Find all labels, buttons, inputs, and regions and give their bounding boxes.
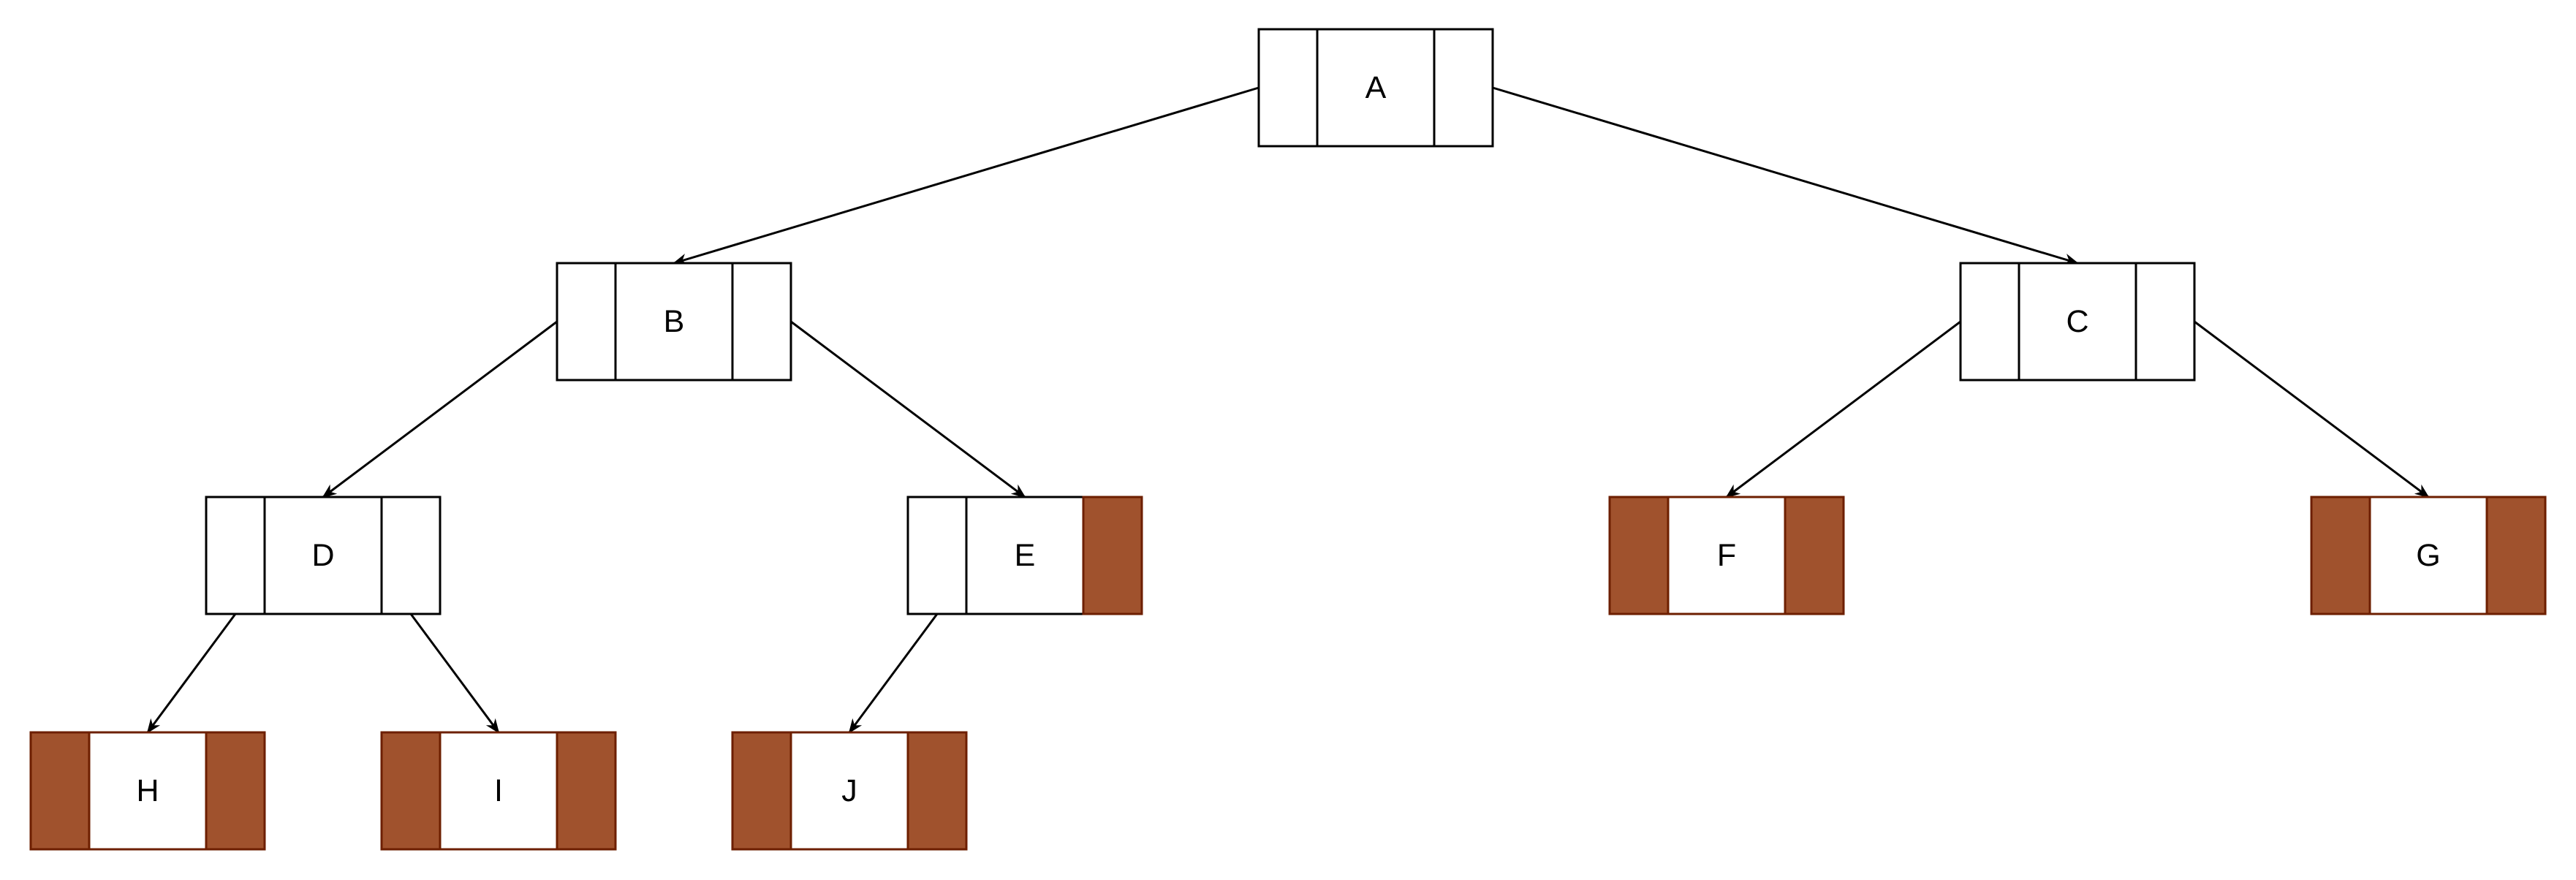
nodes-layer: A B C D E F G H I J	[29, 28, 2547, 851]
tree-node-c: C	[1959, 262, 2196, 382]
null-right-pointer-cell	[906, 731, 968, 851]
null-left-pointer-cell	[380, 731, 442, 851]
node-label: E	[1015, 538, 1036, 573]
node-label: F	[1717, 538, 1736, 573]
tree-node-g: G	[2310, 496, 2547, 615]
left-pointer-cell	[1959, 262, 2020, 382]
null-right-pointer-cell	[2485, 496, 2547, 615]
right-pointer-cell	[2134, 262, 2196, 382]
edge-d-to-i	[409, 613, 500, 734]
tree-node-a: A	[1257, 28, 1494, 148]
node-label: C	[2066, 304, 2088, 339]
null-right-pointer-cell	[1082, 496, 1143, 615]
right-pointer-cell	[380, 496, 442, 615]
node-label: B	[664, 304, 685, 339]
node-label: A	[1365, 70, 1387, 105]
left-pointer-cell	[906, 496, 968, 615]
null-left-pointer-cell	[29, 731, 91, 851]
edges-layer	[146, 86, 2430, 734]
edge-d-to-h	[146, 613, 237, 734]
node-label: I	[494, 773, 503, 808]
node-value-cell	[1667, 496, 1787, 615]
tree-node-h: H	[29, 731, 266, 851]
edge-e-to-j	[848, 613, 939, 734]
node-label: J	[841, 773, 857, 808]
node-value-cell	[439, 731, 558, 851]
node-value-cell	[1316, 28, 1436, 148]
node-value-cell	[614, 262, 734, 382]
node-value-cell	[789, 731, 909, 851]
tree-node-j: J	[731, 731, 968, 851]
node-value-cell	[88, 731, 208, 851]
null-right-pointer-cell	[556, 731, 617, 851]
tree-node-d: D	[205, 496, 442, 615]
tree-node-e: E	[906, 496, 1143, 615]
null-left-pointer-cell	[1608, 496, 1670, 615]
left-pointer-cell	[556, 262, 617, 382]
tree-node-i: I	[380, 731, 617, 851]
node-label: H	[136, 773, 159, 808]
tree-node-f: F	[1608, 496, 1845, 615]
node-label: D	[311, 538, 334, 573]
edge-b-to-e	[790, 320, 1026, 498]
tree-node-b: B	[556, 262, 792, 382]
null-left-pointer-cell	[2310, 496, 2371, 615]
edge-a-to-c	[1492, 86, 2079, 265]
right-pointer-cell	[1433, 28, 1494, 148]
null-right-pointer-cell	[205, 731, 266, 851]
edge-a-to-b	[673, 86, 1259, 265]
node-value-cell	[2018, 262, 2137, 382]
edge-c-to-f	[1725, 320, 1961, 498]
edge-c-to-g	[2194, 320, 2430, 498]
node-label: G	[2416, 538, 2440, 573]
null-left-pointer-cell	[731, 731, 792, 851]
right-pointer-cell	[731, 262, 792, 382]
left-pointer-cell	[205, 496, 266, 615]
node-value-cell	[2368, 496, 2488, 615]
node-value-cell	[965, 496, 1085, 615]
edge-b-to-d	[322, 320, 558, 498]
left-pointer-cell	[1257, 28, 1319, 148]
null-right-pointer-cell	[1784, 496, 1845, 615]
